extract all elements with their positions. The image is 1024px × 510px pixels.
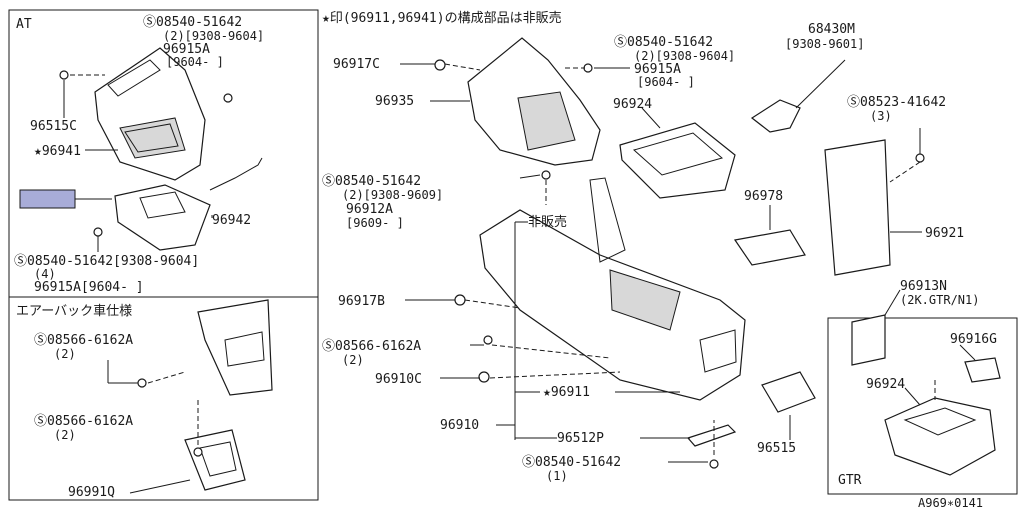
main-screw-08566-qty: (2) <box>342 353 364 367</box>
at-96915a-bottom-label[interactable]: 96915A[9604- ] <box>34 280 144 295</box>
at-96915a-range: [9604- ] <box>166 55 224 69</box>
main-96935-cover-drawing <box>467 37 601 166</box>
main-96911-label[interactable]: ★96911 <box>543 385 590 400</box>
main-96910c-label[interactable]: 96910C <box>375 372 422 387</box>
main-96515-ashtray-drawing <box>761 371 816 413</box>
main-screw-08523-qty: (3) <box>870 109 892 123</box>
main-96921-lid-drawing <box>824 139 891 276</box>
gtr-96924-label[interactable]: 96924 <box>866 377 905 392</box>
at-96941-label[interactable]: ★96941 <box>34 144 81 159</box>
at-clip-96515c-drawing <box>59 70 69 80</box>
main-96910-label[interactable]: 96910 <box>440 418 479 433</box>
airbag-96991q-label[interactable]: 96991Q <box>68 485 115 500</box>
gtr-inset-title: GTR <box>838 473 862 488</box>
main-clip-96910c <box>478 371 490 383</box>
at-screw-bottom-qty: (4) <box>34 267 56 281</box>
main-68430m-range: [9308-9601] <box>785 37 864 51</box>
gtr-96924-drawing <box>884 397 996 476</box>
main-screw-top-label[interactable]: Ⓢ08540-51642 <box>614 35 713 50</box>
main-clip-96917b <box>454 294 466 306</box>
main-96915a-label[interactable]: 96915A <box>634 62 681 77</box>
main-screw-08523 <box>915 153 925 163</box>
main-screw-08523-label[interactable]: Ⓢ08523-41642 <box>847 95 946 110</box>
main-96917c-label[interactable]: 96917C <box>333 57 380 72</box>
header-note: ★印(96911,96941)の構成部品は非販売 <box>322 10 562 26</box>
main-hihanbai-label: 非販売 <box>528 214 567 230</box>
main-96912a-label[interactable]: 96912A <box>346 202 393 217</box>
main-console-body-drawing <box>479 177 746 401</box>
main-96924-tray-drawing <box>619 122 736 199</box>
airbag-console-drawing <box>184 299 273 491</box>
main-96978-label[interactable]: 96978 <box>744 189 783 204</box>
main-96515-label[interactable]: 96515 <box>757 441 796 456</box>
main-screw-bottom-label[interactable]: Ⓢ08540-51642 <box>522 455 621 470</box>
at-96942-label[interactable]: 96942 <box>212 213 251 228</box>
main-96921-label[interactable]: 96921 <box>925 226 964 241</box>
at-96915a-label[interactable]: 96915A <box>163 42 210 57</box>
airbag-screw-2-label[interactable]: Ⓢ08566-6162A <box>34 414 133 429</box>
main-96913n-note: (2K.GTR/N1) <box>900 293 979 307</box>
at-screw-bottom-drawing <box>93 227 103 237</box>
main-68430m-drawing <box>750 99 801 133</box>
airbag-screw-1-qty: (2) <box>54 347 76 361</box>
main-96913n-drawing <box>851 314 886 366</box>
main-96935-label[interactable]: 96935 <box>375 94 414 109</box>
main-96978-mat-drawing <box>733 229 806 266</box>
gtr-96916g-drawing <box>964 357 1001 383</box>
main-screw-top-range: (2)[9308-9604] <box>634 49 735 63</box>
main-68430m-label[interactable]: 68430M <box>808 22 855 37</box>
gtr-96916g-label[interactable]: 96916G <box>950 332 997 347</box>
main-96924-label[interactable]: 96924 <box>613 97 652 112</box>
main-screw-08566-label[interactable]: Ⓢ08566-6162A <box>322 339 421 354</box>
main-clip-96917c <box>434 59 446 71</box>
main-screw-mid <box>541 170 551 180</box>
airbag-screw-2-qty: (2) <box>54 428 76 442</box>
main-96915a-range: [9604- ] <box>637 75 695 89</box>
at-highlight-box[interactable] <box>19 189 76 209</box>
main-96912a-range: [9609- ] <box>346 216 404 230</box>
main-screw-mid-range: (2)[9308-9609] <box>342 188 443 202</box>
inset-gtr-frame <box>827 317 1018 495</box>
airbag-screw-2-drawing <box>193 447 203 457</box>
main-screw-top <box>583 63 593 73</box>
airbag-screw-1-drawing <box>137 378 147 388</box>
main-96512p-label[interactable]: 96512P <box>557 431 604 446</box>
at-console-cover-drawing <box>94 47 206 181</box>
at-screw-drawing <box>223 93 233 103</box>
main-screw-bottom-qty: (1) <box>546 469 568 483</box>
at-96515c-label[interactable]: 96515C <box>30 119 77 134</box>
inset-left-frame <box>8 9 319 501</box>
airbag-inset-title: エアーバック車仕様 <box>16 304 132 319</box>
at-screw-bottom-label[interactable]: Ⓢ08540-51642[9308-9604] <box>14 254 199 269</box>
diagram-code: A969∗0141 <box>918 496 983 510</box>
main-screw-08566 <box>483 335 493 345</box>
at-screw-range: (2)[9308-9604] <box>163 29 264 43</box>
main-96512p-drawing <box>686 424 737 447</box>
at-screw-label[interactable]: Ⓢ08540-51642 <box>143 15 242 30</box>
main-screw-bottom <box>709 459 719 469</box>
at-inset-title: AT <box>16 17 32 32</box>
leader-lines <box>400 59 976 463</box>
at-shifter-base-drawing <box>114 157 263 251</box>
airbag-screw-1-label[interactable]: Ⓢ08566-6162A <box>34 333 133 348</box>
main-screw-mid-label[interactable]: Ⓢ08540-51642 <box>322 174 421 189</box>
main-96917b-label[interactable]: 96917B <box>338 294 385 309</box>
main-96913n-label[interactable]: 96913N <box>900 279 947 294</box>
